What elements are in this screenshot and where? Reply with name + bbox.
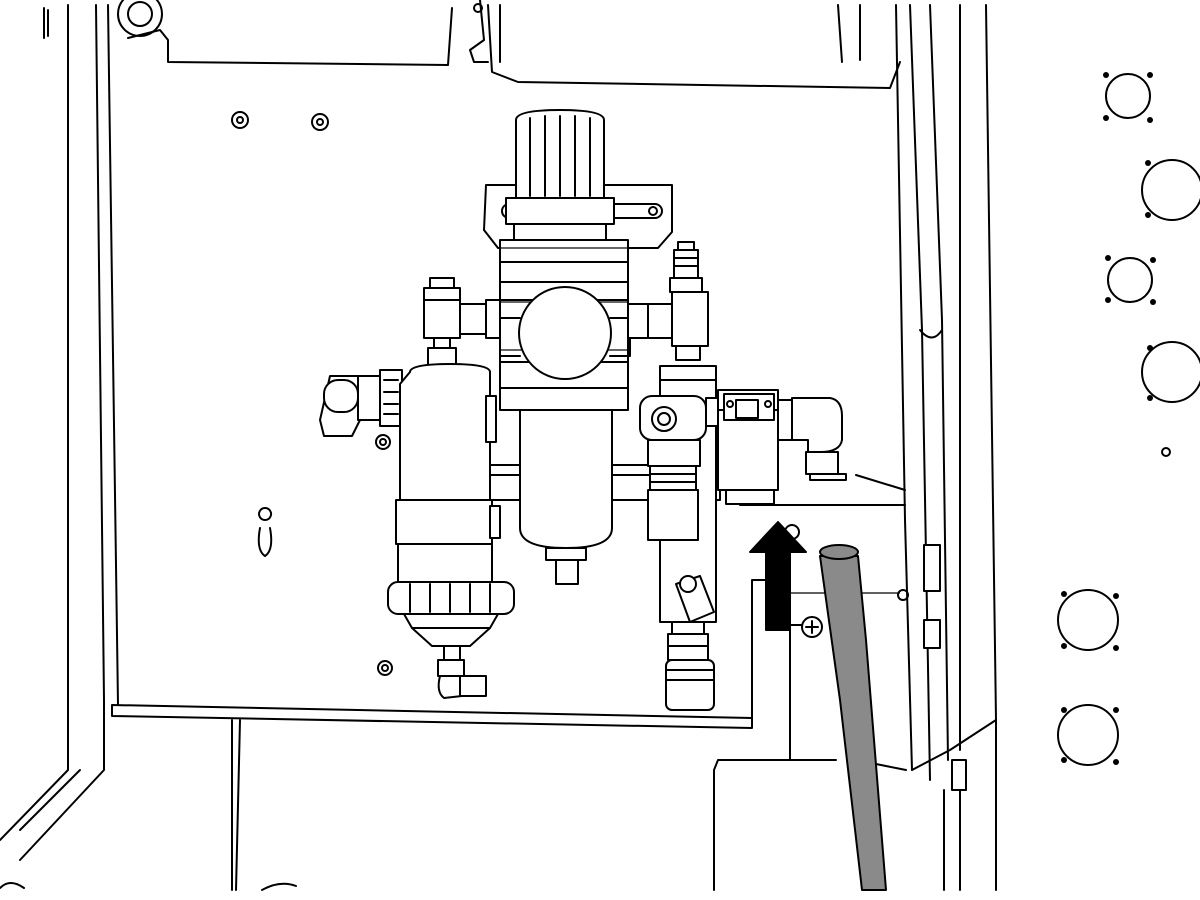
cabinet-frame	[0, 4, 297, 891]
up-arrow-icon	[749, 521, 807, 631]
pressure-switch	[705, 389, 847, 505]
filter-regulator	[483, 109, 673, 585]
coalescing-filter	[387, 363, 515, 699]
keyhole-slot	[257, 507, 273, 557]
right-tee-fitting	[627, 241, 709, 361]
top-bracket	[117, 0, 901, 89]
manifold-block	[639, 365, 717, 711]
mounting-back-panel	[111, 111, 906, 729]
air-hose	[819, 544, 887, 891]
right-door-edge	[859, 4, 997, 891]
knockout-holes	[1057, 72, 1200, 766]
inlet-elbow-fitting	[319, 369, 403, 437]
hose-clamp-screw	[789, 616, 823, 638]
left-tee-fitting	[423, 277, 501, 371]
